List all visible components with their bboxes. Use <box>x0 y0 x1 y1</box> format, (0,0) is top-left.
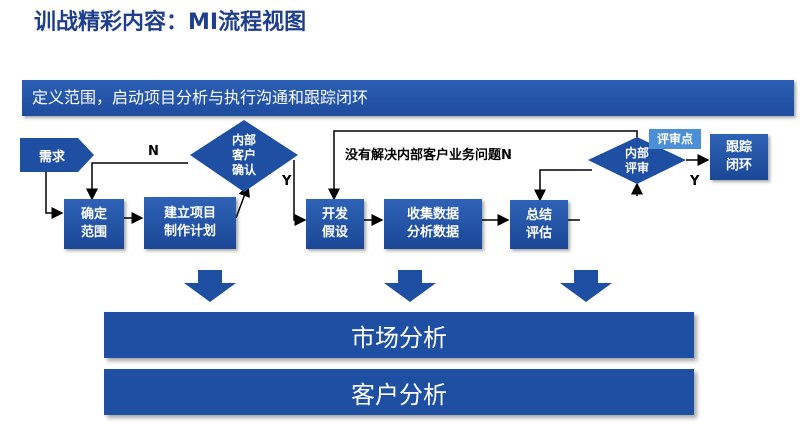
no-label-1: N <box>148 144 159 159</box>
review-label: 内部 评审 <box>612 146 662 176</box>
edge-plan-confirm <box>235 184 250 219</box>
scope-banner: 定义范围，启动项目分析与执行沟通和跟踪闭环 <box>22 80 794 116</box>
define-scope-line1: 确定 <box>80 207 107 222</box>
summary-node: 总结评估 <box>510 200 568 249</box>
edge-review-summary <box>534 169 592 202</box>
page-title: 训战精彩内容：MI流程视图 <box>34 10 307 35</box>
edge-confirm-no <box>86 162 188 201</box>
develop-hypothesis-node: 开发假设 <box>306 199 364 249</box>
track-line1: 跟踪 <box>725 140 752 155</box>
down-arrow-3 <box>560 270 612 302</box>
collect-data-node: 收集数据分析数据 <box>384 199 482 249</box>
track-line2: 闭环 <box>725 158 752 173</box>
confirm-line1: 内部 <box>231 133 256 147</box>
review-line2: 评审 <box>624 161 649 175</box>
confirm-diamond <box>190 120 298 192</box>
confirm-label: 内部 客户 确认 <box>214 133 274 178</box>
build-plan-line1: 建立项目 <box>163 206 216 221</box>
yes-label-2: Y <box>690 174 700 189</box>
hyp-line2: 假设 <box>321 225 348 240</box>
build-plan-line2: 制作计划 <box>163 224 216 239</box>
summary-line2: 评估 <box>525 225 552 241</box>
customer-analysis-bar: 客户分析 <box>104 369 694 415</box>
hyp-line1: 开发 <box>321 207 348 222</box>
demand-node: 需求 <box>38 149 65 165</box>
confirm-line2: 客户 <box>231 148 256 162</box>
collect-line2: 分析数据 <box>406 225 459 240</box>
collect-line1: 收集数据 <box>406 207 459 222</box>
yes-label-1: Y <box>282 174 292 189</box>
edge-review-no <box>328 130 638 201</box>
edge-demand-scope <box>45 172 64 219</box>
down-arrow-1 <box>184 270 236 302</box>
down-arrow-2 <box>384 270 436 302</box>
build-plan-node: 建立项目制作计划 <box>144 197 236 249</box>
market-analysis-bar: 市场分析 <box>104 312 694 358</box>
define-scope-node: 确定范围 <box>64 199 124 249</box>
edge-confirm-yes <box>293 160 307 226</box>
define-scope-line2: 范围 <box>80 225 107 240</box>
review-line1: 内部 <box>624 146 649 160</box>
track-close-node: 跟踪闭环 <box>710 134 768 180</box>
unresolved-label: 没有解决内部客户业务问题N <box>345 148 512 163</box>
demand-shape <box>20 138 94 172</box>
summary-line1: 总结 <box>525 207 552 223</box>
confirm-line3: 确认 <box>231 163 256 177</box>
review-point-badge: 评审点 <box>649 129 701 149</box>
